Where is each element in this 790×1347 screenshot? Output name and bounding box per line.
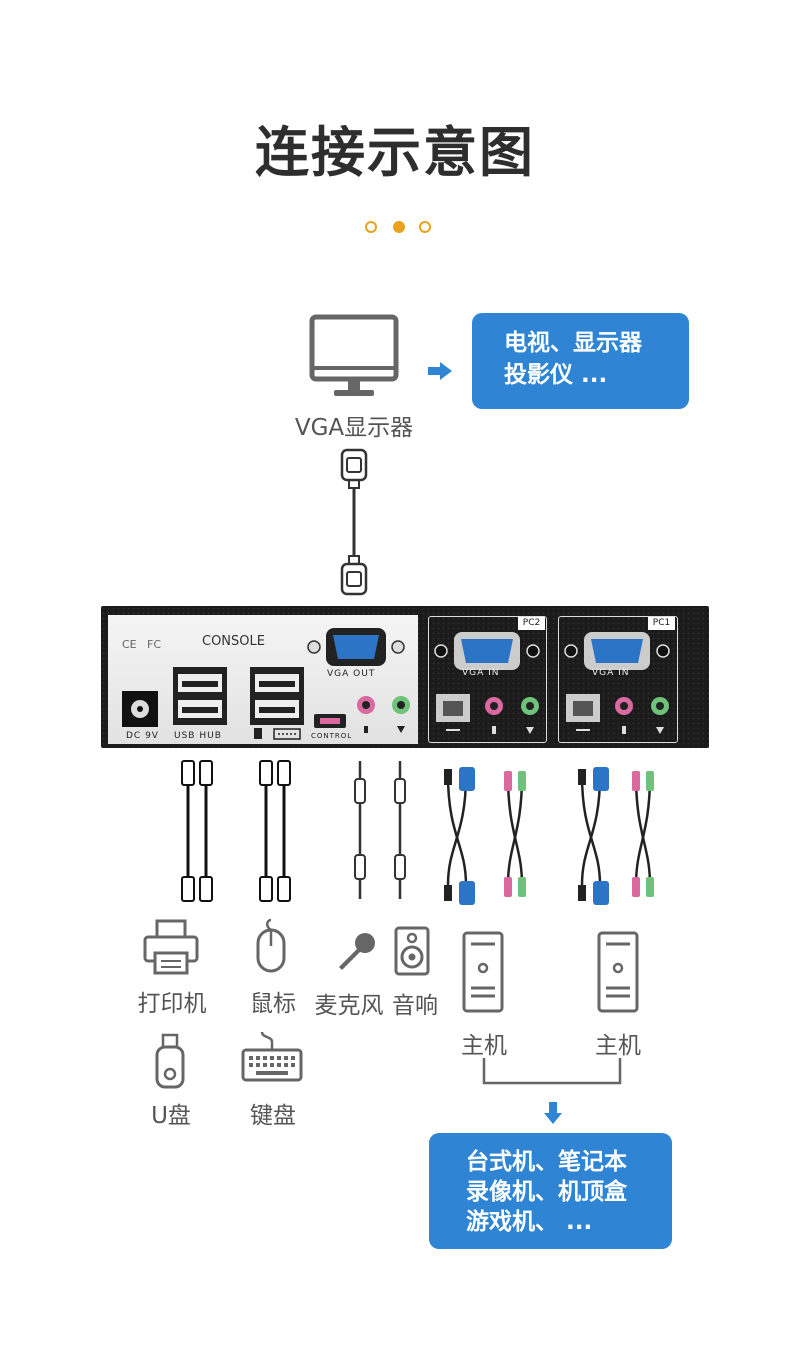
host-devices-callout: 台式机、笔记本 录像机、机顶盒 游戏机、 ... — [429, 1133, 672, 1249]
console-audio-jacks-icon — [357, 696, 410, 733]
usb-hub-ports-icon — [173, 667, 227, 725]
speaker-label: 音响 — [392, 993, 438, 1019]
display-devices-callout: 电视、显示器 投影仪 ... — [472, 313, 689, 409]
pc1-vga-in-port-icon — [564, 632, 670, 670]
vga-cable-icon — [340, 448, 368, 596]
host-callout-line3: 游戏机、 ... — [466, 1209, 593, 1235]
printer-icon — [143, 919, 199, 975]
pc1-usb-audio-icon — [566, 694, 669, 734]
dc-jack-icon — [122, 691, 158, 727]
host-2-label: 主机 — [595, 1033, 641, 1059]
connection-cables-icon — [181, 760, 654, 905]
pc1-vga-in-label: VGA IN — [592, 668, 630, 678]
vga-out-port-icon — [307, 628, 405, 666]
pc2-usb-audio-icon — [436, 694, 539, 734]
dot-2 — [393, 221, 405, 233]
arrow-right-icon — [428, 362, 452, 380]
dot-1 — [365, 221, 377, 233]
dot-3 — [419, 221, 431, 233]
monitor-icon — [309, 314, 399, 396]
host-1-icon — [462, 931, 504, 1013]
ce-mark: CE — [122, 638, 137, 651]
mouse-icon — [256, 918, 286, 973]
host-1-label: 主机 — [461, 1033, 507, 1059]
mouse-label: 鼠标 — [250, 991, 296, 1017]
keyboard-icon — [241, 1031, 303, 1082]
microphone-label: 麦克风 — [314, 993, 384, 1019]
keyboard-label: 键盘 — [250, 1103, 296, 1129]
usb-drive-label: U盘 — [151, 1103, 191, 1129]
arrow-down-icon — [544, 1102, 562, 1124]
pc2-panel — [428, 616, 547, 743]
usb-hub-label: USB HUB — [174, 731, 222, 741]
monitor-label: VGA显示器 — [294, 415, 414, 441]
console-label: CONSOLE — [202, 634, 265, 649]
mouse-keyboard-mark-icon — [254, 728, 301, 740]
control-label: CONTROL — [311, 732, 353, 740]
display-callout-line2: 投影仪 ... — [504, 362, 608, 388]
display-callout-line1: 电视、显示器 — [504, 330, 642, 356]
usb-drive-icon — [155, 1033, 185, 1089]
pc2-vga-in-port-icon — [434, 632, 540, 670]
host-2-icon — [597, 931, 639, 1013]
speaker-icon — [394, 926, 430, 976]
microphone-icon — [339, 933, 375, 970]
control-port-icon — [314, 714, 346, 728]
pagination-dots — [365, 221, 435, 235]
pc2-tag: PC2 — [518, 617, 545, 630]
host-callout-line2: 录像机、机顶盒 — [466, 1179, 627, 1205]
dc-label: DC 9V — [126, 731, 159, 741]
fc-mark: FC — [147, 638, 162, 651]
pc2-vga-in-label: VGA IN — [462, 668, 500, 678]
usb-console-ports-icon — [250, 667, 304, 725]
host-callout-line1: 台式机、笔记本 — [466, 1149, 627, 1175]
printer-label: 打印机 — [137, 991, 207, 1017]
pc1-tag: PC1 — [648, 617, 675, 630]
vga-out-label: VGA OUT — [327, 669, 376, 679]
pc1-panel — [558, 616, 678, 743]
hosts-bracket — [482, 1058, 622, 1085]
page-title: 连接示意图 — [255, 121, 535, 184]
